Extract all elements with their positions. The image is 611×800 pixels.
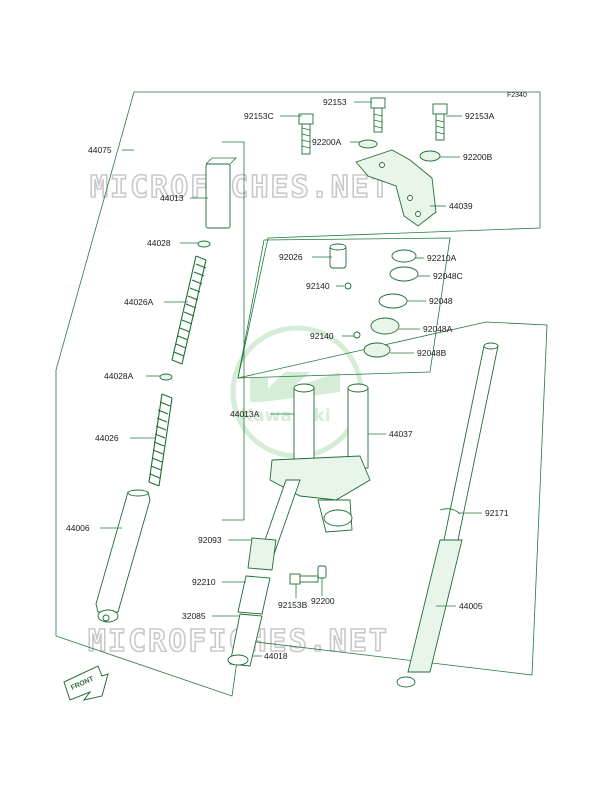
cap-92026 xyxy=(329,243,347,269)
label-92048: 92048 xyxy=(429,296,453,306)
washer-92200A xyxy=(358,139,378,149)
label-92048B: 92048B xyxy=(417,348,447,358)
label-44013: 44013 xyxy=(160,193,184,203)
label-44037: 44037 xyxy=(389,429,413,439)
label-92026: 92026 xyxy=(279,252,303,262)
outer-tube-44006 xyxy=(95,489,151,623)
label-92140-upper: 92140 xyxy=(306,281,330,291)
bolt-92153 xyxy=(370,97,386,133)
label-44005: 44005 xyxy=(459,601,483,611)
bolt-92153A xyxy=(432,103,448,141)
race-92048A xyxy=(370,317,400,335)
label-92200B: 92200B xyxy=(463,152,493,162)
label-92210: 92210 xyxy=(192,577,216,587)
label-92200A: 92200A xyxy=(312,137,342,147)
label-44026: 44026 xyxy=(95,433,119,443)
label-44018: 44018 xyxy=(264,651,288,661)
assembly-outline xyxy=(55,91,548,697)
label-92153B: 92153B xyxy=(278,600,308,610)
steering-stem xyxy=(269,383,371,533)
collar-44028A xyxy=(159,373,173,381)
bolt-92153C xyxy=(298,113,314,155)
label-32085: 32085 xyxy=(182,611,206,621)
ball-92140b xyxy=(353,331,361,339)
washer-92200 xyxy=(317,565,327,579)
fork-left-lower xyxy=(227,479,301,667)
label-92140-lower: 92140 xyxy=(310,331,334,341)
label-92153: 92153 xyxy=(323,97,347,107)
ball-92140a xyxy=(344,282,352,290)
label-92153A: 92153A xyxy=(465,111,495,121)
bracket-44039 xyxy=(355,149,437,227)
label-44026A: 44026A xyxy=(124,297,154,307)
race-92048 xyxy=(378,293,408,309)
label-44028A: 44028A xyxy=(104,371,134,381)
inner-tube xyxy=(205,157,237,229)
label-92048C: 92048C xyxy=(433,271,463,281)
label-92048A: 92048A xyxy=(423,324,453,334)
washer-92200B xyxy=(419,150,441,162)
label-44013A: 44013A xyxy=(230,409,260,419)
label-92200: 92200 xyxy=(311,596,335,606)
label-44006: 44006 xyxy=(66,523,90,533)
label-92171: 92171 xyxy=(485,508,509,518)
leader-lines xyxy=(100,101,482,657)
fork-right xyxy=(396,342,499,688)
collar-44028 xyxy=(197,240,211,248)
nut-92048C xyxy=(389,266,419,282)
front-arrow-icon: FRONT xyxy=(63,665,109,701)
watermark-top: MICROFICHES.NET xyxy=(90,170,391,205)
bolt-92153B xyxy=(289,573,319,585)
spring-44026 xyxy=(148,393,173,487)
ref-code: F2340 xyxy=(507,92,527,99)
clamp-box xyxy=(237,237,451,379)
spring-44026A xyxy=(171,255,207,365)
label-44028: 44028 xyxy=(147,238,171,248)
inner-tube-guide xyxy=(222,141,245,521)
label-44039: 44039 xyxy=(449,201,473,211)
nut-92210A xyxy=(391,249,417,263)
label-92153C: 92153C xyxy=(244,111,274,121)
label-44075: 44075 xyxy=(88,145,112,155)
race-92048B xyxy=(363,342,391,358)
label-92210A: 92210A xyxy=(427,253,457,263)
label-92093: 92093 xyxy=(198,535,222,545)
